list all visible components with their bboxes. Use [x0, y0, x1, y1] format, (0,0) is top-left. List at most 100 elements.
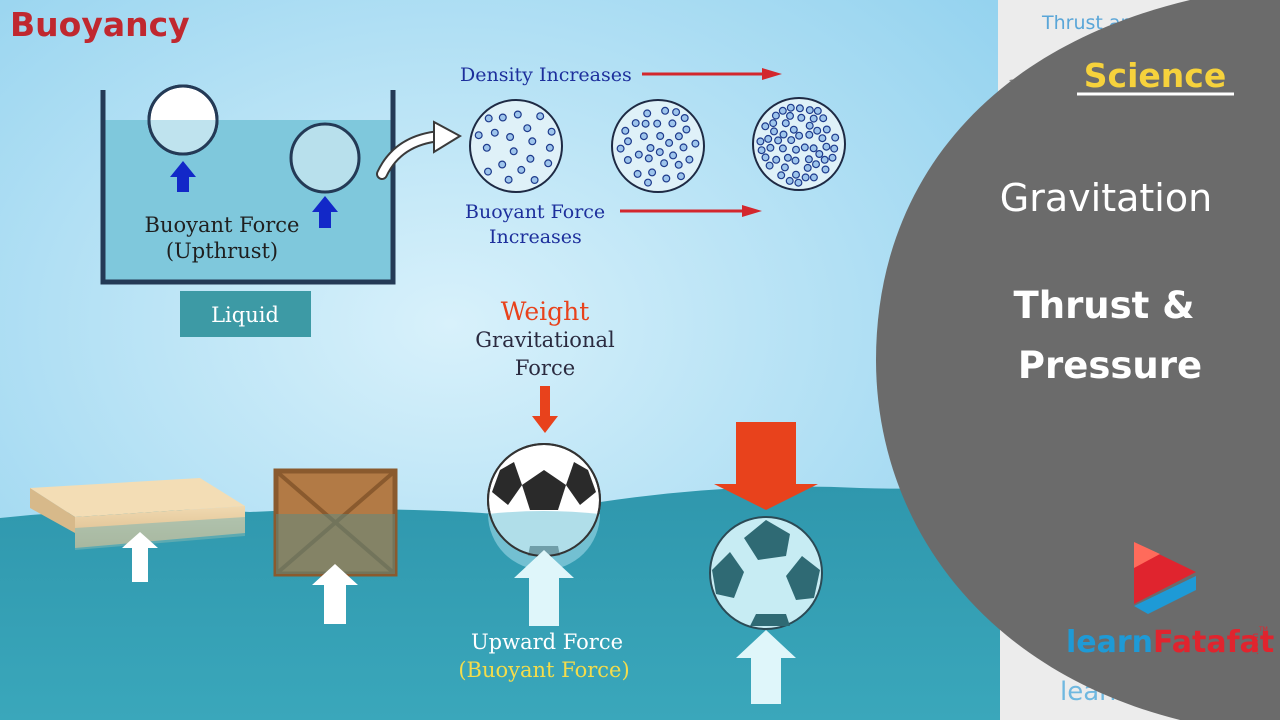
density-circle-1 — [469, 99, 563, 193]
slide-title: Buoyancy — [10, 5, 190, 44]
density-particle — [778, 106, 787, 115]
density-particle — [783, 153, 792, 162]
density-particle — [795, 131, 804, 140]
density-particle — [674, 132, 683, 141]
density-particle — [474, 131, 483, 140]
density-circles — [469, 97, 846, 193]
density-particle — [506, 133, 515, 142]
density-particle — [643, 178, 652, 187]
upthrust-arrow-1 — [170, 161, 196, 192]
box-upthrust-arrow — [312, 564, 358, 624]
density-particle — [815, 150, 824, 159]
density-particle — [761, 122, 770, 131]
density-particle — [623, 137, 632, 146]
density-particle — [656, 132, 665, 141]
density-particle — [523, 124, 532, 133]
plank-upthrust-arrow — [122, 532, 158, 582]
floating-ball-submerged — [149, 120, 217, 154]
density-particle — [665, 138, 674, 147]
density-particle — [482, 143, 491, 152]
density-particle — [766, 143, 775, 152]
density-particle — [830, 144, 839, 153]
subject-label: Science — [1084, 56, 1226, 95]
density-particle — [820, 155, 829, 164]
density-particle — [831, 133, 840, 142]
density-particle — [691, 139, 700, 148]
density-particle — [786, 103, 795, 112]
density-circle-2 — [611, 99, 705, 193]
density-particle — [789, 125, 798, 134]
grav-label-line2: Force — [515, 356, 575, 380]
buoyant-increase-label-line1: Buoyant Force — [465, 201, 605, 223]
density-particle — [805, 106, 814, 115]
chapter-label: Gravitation — [1000, 176, 1212, 220]
beaker: Buoyant Force (Upthrust) — [100, 84, 396, 285]
density-particle — [769, 119, 778, 128]
density-particle — [809, 173, 818, 182]
density-particle — [643, 109, 652, 118]
topic-overlay — [876, 0, 1280, 720]
density-particle — [544, 159, 553, 168]
density-arrow-head — [762, 68, 782, 80]
density-particle — [641, 119, 650, 128]
density-particle — [828, 153, 837, 162]
density-particle — [809, 114, 818, 123]
density-particle — [621, 126, 630, 135]
submerged-ball — [289, 122, 361, 194]
upthrust-arrow-2 — [312, 196, 338, 228]
density-particle — [528, 137, 537, 146]
density-particle — [778, 144, 787, 153]
density-particle — [513, 110, 522, 119]
density-particle — [813, 106, 822, 115]
density-particle — [545, 143, 554, 152]
density-particle — [639, 132, 648, 141]
density-particle — [791, 145, 800, 154]
density-particle — [682, 125, 691, 134]
density-particle — [780, 163, 789, 172]
wooden-box — [273, 468, 398, 577]
density-particle — [646, 144, 655, 153]
density-particle — [797, 113, 806, 122]
density-particle — [757, 146, 766, 155]
density-particle — [795, 104, 804, 113]
density-particle — [822, 142, 831, 151]
density-particle — [623, 156, 632, 165]
density-particle — [633, 169, 642, 178]
buoyant-increase-label-line2: Increases — [489, 226, 582, 248]
density-particle — [676, 172, 685, 181]
brand-learn: learn — [1066, 625, 1153, 660]
density-particle — [530, 176, 539, 185]
density-particle — [809, 144, 818, 153]
brand-fatafat: Fatafat — [1153, 625, 1274, 660]
density-particle — [526, 154, 535, 163]
density-particle — [634, 150, 643, 159]
beaker-label-line1: Buoyant Force — [145, 213, 300, 237]
curved-arrow — [378, 132, 444, 178]
weight-label: Weight — [501, 297, 590, 326]
svg-text:learnFatafat: learnFatafat — [1066, 625, 1274, 660]
density-particle — [644, 154, 653, 163]
density-particle — [805, 130, 814, 139]
upward-label: Upward Force — [471, 630, 623, 654]
liquid-label: Liquid — [211, 303, 279, 327]
topic-line2: Pressure — [1018, 344, 1202, 387]
density-particle — [655, 148, 664, 157]
density-particle — [779, 130, 788, 139]
density-particle — [791, 170, 800, 179]
density-particle — [536, 112, 545, 121]
buoyant-arrow-head — [742, 205, 762, 217]
upward-sub-label: (Buoyant Force) — [458, 658, 629, 682]
density-particle — [484, 167, 493, 176]
liquid-label-box — [180, 291, 311, 337]
grav-label-line1: Gravitational — [475, 328, 615, 352]
curved-arrow-head — [433, 120, 463, 154]
weight-small-arrow — [532, 386, 558, 433]
density-particle — [785, 111, 794, 120]
density-particle — [660, 159, 669, 168]
density-particle — [498, 160, 507, 169]
density-particle — [804, 155, 813, 164]
density-particle — [785, 176, 794, 185]
density-particle — [774, 136, 783, 145]
density-particle — [669, 151, 678, 160]
